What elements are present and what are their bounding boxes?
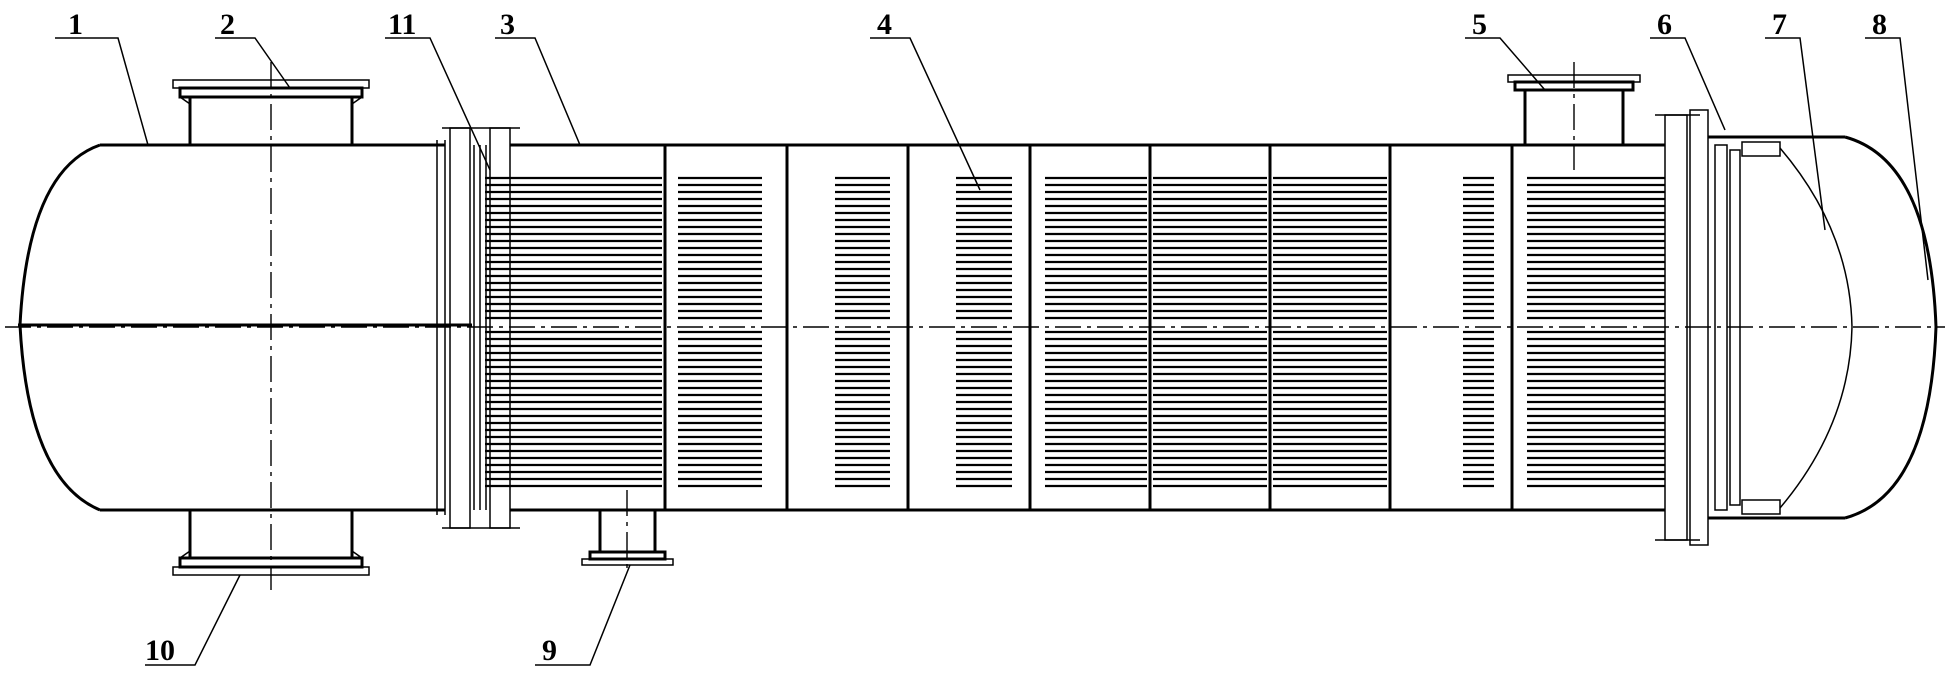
center-lines — [5, 62, 1945, 590]
label-2: 2 — [220, 8, 235, 41]
label-1: 1 — [68, 8, 83, 41]
label-8: 8 — [1872, 8, 1887, 41]
shell — [510, 143, 1665, 512]
tube-bundle — [485, 176, 1665, 488]
label-10: 10 — [145, 634, 175, 667]
part-labels: 1 2 11 3 4 5 6 7 8 9 10 — [68, 8, 1887, 667]
label-11: 11 — [388, 8, 416, 41]
label-4: 4 — [877, 8, 892, 41]
label-3: 3 — [500, 8, 515, 41]
label-9: 9 — [542, 634, 557, 667]
label-6: 6 — [1657, 8, 1672, 41]
label-5: 5 — [1472, 8, 1487, 41]
leader-lines — [55, 37, 1929, 666]
left-girth-flange — [442, 127, 520, 529]
shell-cover — [1844, 135, 1938, 520]
label-7: 7 — [1772, 8, 1787, 41]
